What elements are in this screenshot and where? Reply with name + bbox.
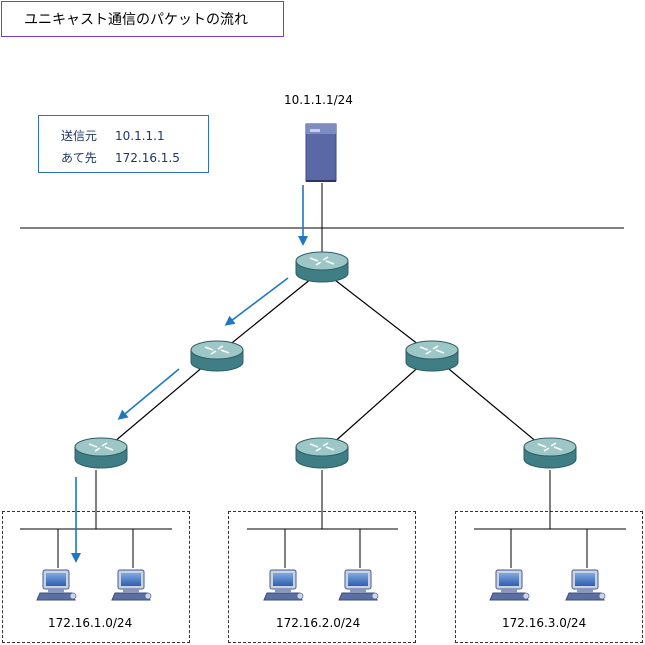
- pc-icon: [36, 569, 77, 601]
- router-icon: [295, 251, 349, 283]
- router-icon: [74, 437, 128, 469]
- subnet-label-1: 172.16.1.0/24: [48, 616, 133, 630]
- link-top-to-right: [321, 269, 433, 356]
- title-box: ユニキャスト通信のパケットの流れ: [1, 1, 284, 37]
- link-top-to-left: [216, 269, 323, 356]
- link-right-to-edge2: [321, 354, 433, 454]
- server-address-label: 10.1.1.1/24: [284, 93, 353, 107]
- diagram-title: ユニキャスト通信のパケットの流れ: [24, 12, 248, 28]
- router-icon: [295, 437, 349, 469]
- source-label: 送信元: [61, 129, 98, 143]
- destination-value: 172.16.1.5: [115, 151, 180, 165]
- server-icon: [305, 123, 337, 182]
- link-left-to-edge1: [100, 354, 218, 454]
- destination-row: あて先 172.16.1.5: [61, 149, 180, 166]
- router-icon: [190, 340, 244, 372]
- packet-arrow-3: [117, 368, 180, 420]
- link-right-to-edge3: [431, 354, 551, 454]
- pc-icon: [565, 569, 606, 601]
- router-icon: [523, 437, 577, 469]
- pc-icon: [111, 569, 152, 601]
- router-icon: [405, 340, 459, 372]
- source-row: 送信元 10.1.1.1: [61, 127, 165, 144]
- pc-icon: [263, 569, 304, 601]
- source-value: 10.1.1.1: [115, 129, 165, 143]
- destination-label: あて先: [61, 151, 97, 165]
- subnet-box-3: [455, 511, 643, 643]
- subnet-label-3: 172.16.3.0/24: [502, 616, 587, 630]
- pc-icon: [338, 569, 379, 601]
- subnet-label-2: 172.16.2.0/24: [276, 616, 361, 630]
- pc-icon: [489, 569, 530, 601]
- packet-arrow-2: [224, 277, 289, 326]
- packet-info-box: 送信元 10.1.1.1 あて先 172.16.1.5: [38, 115, 209, 173]
